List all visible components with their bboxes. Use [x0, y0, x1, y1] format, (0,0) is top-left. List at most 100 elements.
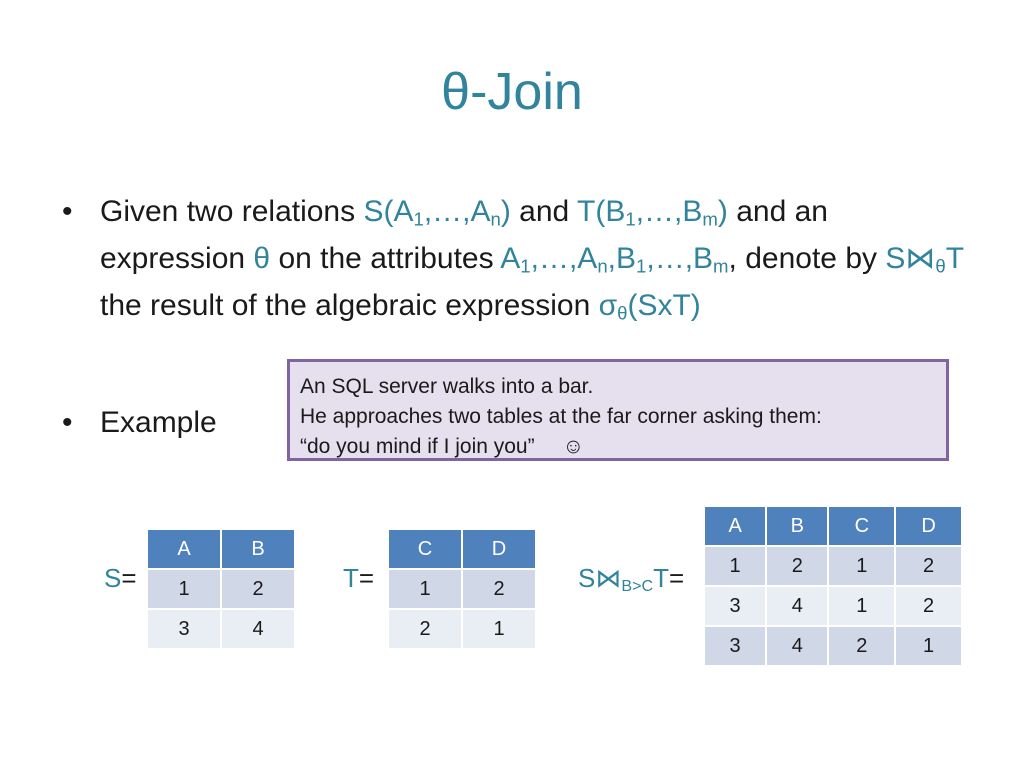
text: A — [500, 242, 521, 275]
text: = — [669, 563, 685, 593]
subscript: θ — [617, 302, 628, 324]
text: S⋈ — [885, 242, 936, 275]
table-cell: 4 — [765, 625, 830, 667]
column-header: B — [765, 505, 830, 547]
relation-s-signature: S(A1,…,An) — [363, 195, 510, 228]
text: ) — [717, 195, 728, 228]
table-row: 3 4 2 1 — [702, 625, 963, 667]
table-cell: 2 — [894, 545, 963, 587]
joke-callout: An SQL server walks into a bar. He appro… — [287, 359, 949, 461]
table-row: 3 4 1 2 — [702, 585, 963, 627]
table-header-row: C D — [387, 528, 537, 570]
table-cell: 3 — [702, 585, 768, 627]
text: ) — [500, 195, 511, 228]
text: T — [945, 242, 964, 275]
column-header: C — [827, 505, 897, 547]
table-cell: 3 — [146, 608, 222, 650]
attribute-list: A1,…,An,B1,…,Bm — [500, 242, 728, 275]
table-cell: 1 — [387, 568, 463, 610]
bullet-list: • Given two relations S(A1,…,An) and T(B… — [60, 188, 980, 446]
table-cell: 1 — [827, 545, 897, 587]
text: T — [653, 563, 670, 593]
text: ,…,B — [646, 242, 714, 275]
text: on the attributes — [270, 242, 501, 275]
text: = — [358, 563, 375, 593]
table-row: 1 2 — [387, 568, 537, 610]
relation-t-table: C D 1 2 2 1 — [387, 528, 537, 650]
bullet-definition: • Given two relations S(A1,…,An) and T(B… — [60, 188, 980, 329]
table-row: 2 1 — [387, 608, 537, 650]
bullet-example: • Example — [60, 399, 980, 446]
text: = — [121, 563, 137, 593]
subscript: 1 — [520, 255, 531, 277]
text: “do you mind if I join you” — [300, 435, 535, 458]
column-header: D — [894, 505, 963, 547]
table-cell: 1 — [702, 545, 768, 587]
table-row: 3 4 — [146, 608, 296, 650]
text: S⋈B>CT — [578, 563, 670, 596]
column-header: B — [220, 528, 296, 570]
subscript: m — [713, 255, 729, 277]
bullet-marker: • — [62, 406, 73, 439]
table-cell: 1 — [894, 625, 963, 667]
table-header-row: A B — [146, 528, 296, 570]
callout-line: He approaches two tables at the far corn… — [300, 405, 822, 428]
text: , — [728, 242, 737, 275]
relation-s-table: A B 1 2 3 4 — [146, 528, 296, 650]
text: the result of the algebraic expression — [100, 289, 599, 322]
column-header: A — [702, 505, 768, 547]
slide-title: θ-Join — [441, 63, 583, 121]
text: ,…,A — [530, 242, 598, 275]
subscript: B>C — [621, 577, 654, 596]
table-cell: 4 — [765, 585, 830, 627]
text: ,…,B — [635, 195, 703, 228]
table-cell: 4 — [220, 608, 296, 650]
subscript: 1 — [413, 208, 424, 230]
subscript: n — [490, 208, 501, 230]
table-cell: 1 — [146, 568, 222, 610]
text: ,…,A — [423, 195, 491, 228]
column-header: D — [461, 528, 537, 570]
table-cell: 2 — [894, 585, 963, 627]
table-row: 1 2 — [146, 568, 296, 610]
table-cell: 1 — [461, 608, 537, 650]
text: ,B — [607, 242, 637, 275]
text: and an expression — [100, 195, 828, 275]
join-result-label: S⋈B>CT= — [578, 563, 684, 594]
smiley-icon: ☺ — [562, 435, 585, 458]
relation-t-signature: T(B1,…,Bm) — [577, 195, 728, 228]
text: (SxT) — [627, 289, 701, 322]
table-cell: 2 — [220, 568, 296, 610]
table-row: 1 2 1 2 — [702, 545, 963, 587]
text: S(A — [363, 195, 414, 228]
column-header: A — [146, 528, 222, 570]
text: S⋈ — [578, 563, 622, 593]
relation-t-label: T= — [343, 563, 374, 594]
selection-expression: σθ(SxT) — [599, 289, 701, 322]
join-result-table: A B C D 1 2 1 2 3 4 1 2 3 4 2 1 — [702, 505, 963, 667]
relation-s-label: S= — [104, 563, 137, 594]
text: T — [343, 563, 359, 593]
subscript: 1 — [636, 255, 647, 277]
subscript: m — [702, 208, 718, 230]
subscript: n — [597, 255, 608, 277]
text: S — [104, 563, 122, 593]
text: T(B — [577, 195, 626, 228]
bullet-marker: • — [62, 195, 73, 228]
table-cell: 2 — [387, 608, 463, 650]
callout-line: An SQL server walks into a bar. — [300, 375, 594, 398]
table-cell: 1 — [827, 585, 897, 627]
theta-symbol: θ — [253, 242, 271, 275]
text: Given two relations — [100, 195, 364, 228]
subscript: θ — [935, 255, 946, 277]
table-cell: 2 — [461, 568, 537, 610]
column-header: C — [387, 528, 463, 570]
table-cell: 2 — [827, 625, 897, 667]
text: and — [510, 195, 578, 228]
table-cell: 3 — [702, 625, 768, 667]
text: denote by — [736, 242, 886, 275]
text: σ — [598, 289, 618, 322]
example-label: Example — [100, 406, 217, 439]
table-cell: 2 — [765, 545, 830, 587]
table-header-row: A B C D — [702, 505, 963, 547]
